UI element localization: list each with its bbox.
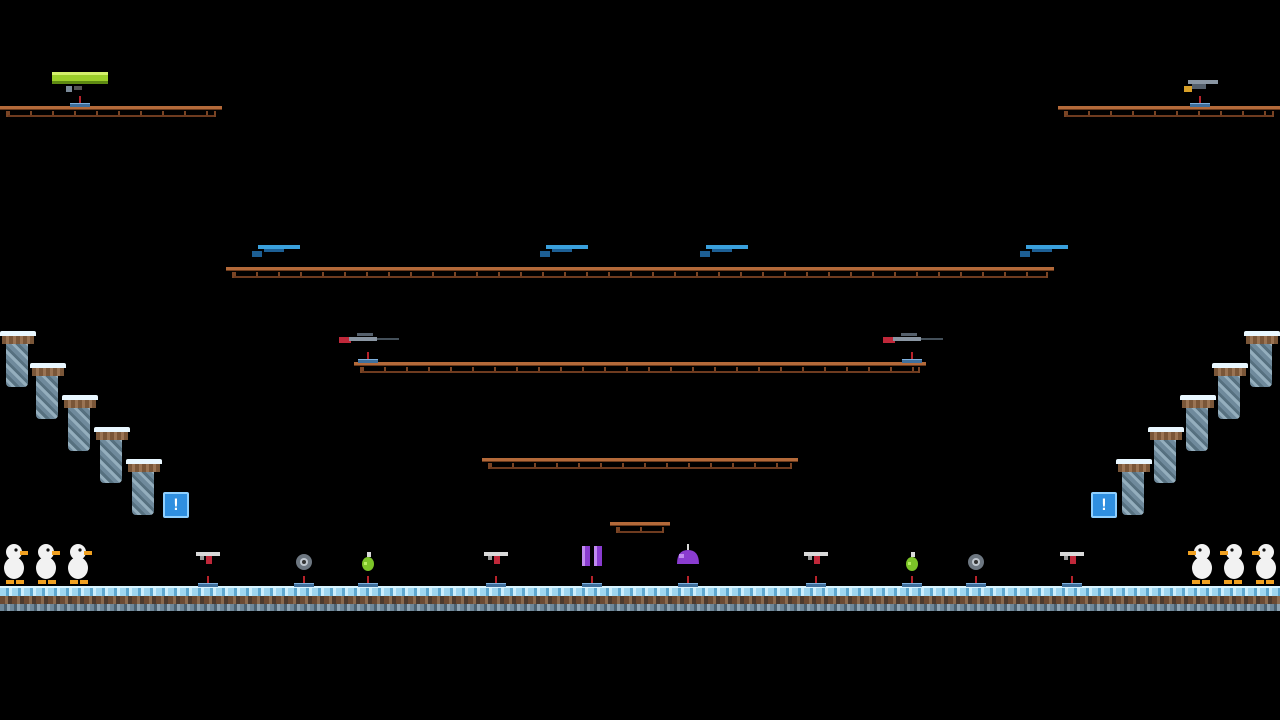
sniper-rifle-icon[interactable] [337, 331, 401, 347]
grenade-icon[interactable] [902, 550, 922, 574]
item-stand [354, 352, 382, 363]
platform-top-right [1058, 106, 1280, 120]
duck-player-icon[interactable] [1218, 542, 1248, 586]
item-stand [194, 576, 222, 587]
item-stand [66, 96, 94, 107]
banner-icon[interactable] [580, 544, 604, 572]
info-block-left[interactable]: ! [163, 492, 189, 518]
laser-rifle-icon[interactable] [538, 243, 590, 259]
item-stand [482, 576, 510, 587]
pistol-icon[interactable] [1056, 550, 1088, 574]
duck-player-icon[interactable] [32, 542, 62, 586]
mine-icon[interactable] [966, 552, 986, 574]
stair-block-right-4 [1148, 427, 1184, 483]
info-block-symbol: ! [171, 495, 181, 514]
item-stand [674, 576, 702, 587]
helmet-icon[interactable] [674, 542, 702, 572]
laser-rifle-icon[interactable] [698, 243, 750, 259]
item-stand [578, 576, 606, 587]
platform-lower [482, 458, 798, 472]
mine-icon[interactable] [294, 552, 314, 574]
ice-floor [0, 586, 1280, 612]
item-stand [1058, 576, 1086, 587]
duck-player-icon[interactable] [1186, 542, 1216, 586]
item-stand [1186, 96, 1214, 107]
stair-block-left-5 [126, 459, 162, 515]
pistol-icon[interactable] [800, 550, 832, 574]
stair-block-right-2 [1212, 363, 1248, 419]
stair-block-right-3 [1180, 395, 1216, 451]
item-stand [898, 352, 926, 363]
platform-middle [354, 362, 926, 376]
laser-rifle-icon[interactable] [1018, 243, 1070, 259]
bazooka-icon[interactable] [50, 70, 110, 106]
stair-block-left-3 [62, 395, 98, 451]
item-stand [802, 576, 830, 587]
item-stand [962, 576, 990, 587]
stair-block-right-1 [1244, 331, 1280, 387]
platform-top-left [0, 106, 222, 120]
platform-small [610, 522, 670, 536]
item-stand [898, 576, 926, 587]
info-block-symbol: ! [1099, 495, 1109, 514]
shotgun-icon[interactable] [1182, 76, 1220, 96]
duck-player-icon[interactable] [64, 542, 94, 586]
stair-block-right-5 [1116, 459, 1152, 515]
stair-block-left-4 [94, 427, 130, 483]
pistol-icon[interactable] [480, 550, 512, 574]
stair-block-left-2 [30, 363, 66, 419]
duck-player-icon[interactable] [0, 542, 30, 586]
item-stand [290, 576, 318, 587]
platform-upper [226, 267, 1054, 281]
sniper-rifle-icon[interactable] [881, 331, 945, 347]
duck-player-icon[interactable] [1250, 542, 1280, 586]
info-block-right[interactable]: ! [1091, 492, 1117, 518]
item-stand [354, 576, 382, 587]
stair-block-left-1 [0, 331, 36, 387]
grenade-icon[interactable] [358, 550, 378, 574]
laser-rifle-icon[interactable] [250, 243, 302, 259]
pistol-icon[interactable] [192, 550, 224, 574]
